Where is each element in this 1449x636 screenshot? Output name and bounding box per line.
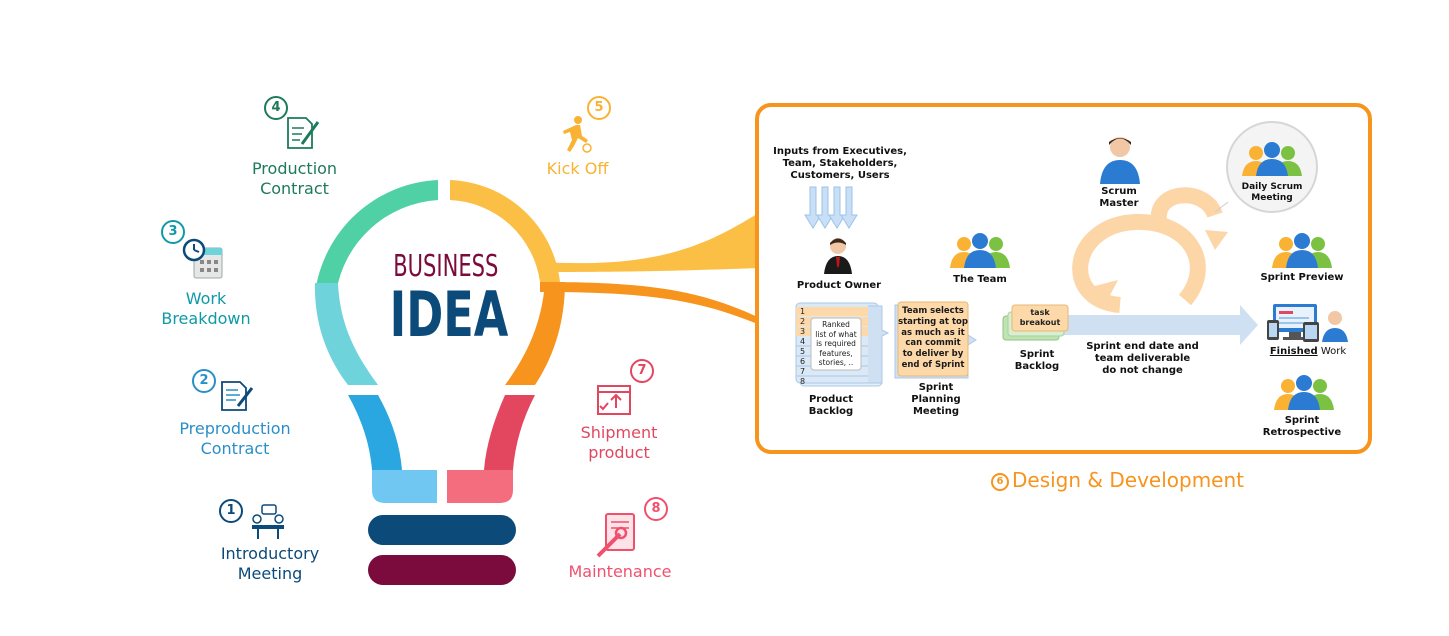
sprint-retrospective-icon	[1274, 375, 1334, 410]
base-bar-navy	[368, 515, 516, 545]
team-icon	[950, 233, 1010, 268]
maintenance-icon	[596, 513, 635, 558]
sprint-backlog-label: Sprint Backlog	[1014, 349, 1060, 372]
product-owner-icon	[824, 238, 852, 274]
document-pen-icon	[287, 117, 320, 149]
kick-off-icon	[563, 116, 592, 153]
product-backlog-label: Product Backlog	[808, 394, 854, 417]
step-6-number: 6	[991, 473, 1009, 491]
step-2-number: 2	[192, 369, 216, 393]
inputs-text: Inputs from Executives, Team, Stakeholde…	[773, 146, 907, 181]
backlog-note: Ranked list of what is required features…	[815, 320, 857, 367]
backlog-number: 4	[800, 337, 806, 346]
sprint-backlog-stack	[1002, 304, 1069, 341]
backlog-number: 1	[800, 307, 806, 316]
base-bar-maroon	[368, 555, 516, 585]
step-8-number: 8	[644, 497, 668, 521]
sprint-preview-label: Sprint Preview	[1260, 272, 1344, 283]
step-4-number: 4	[264, 96, 288, 120]
sprint-cycle	[1072, 187, 1223, 313]
arc-green	[315, 180, 438, 293]
finished-work-label: Finished Work	[1258, 346, 1358, 358]
base-pink	[447, 470, 513, 503]
base-lightblue	[372, 470, 437, 503]
sprint-preview-icon	[1272, 233, 1332, 268]
work-text: Work	[1317, 346, 1347, 357]
finished-text: Finished	[1269, 346, 1318, 357]
step-5-label: Kick Off	[546, 159, 609, 178]
step-7-number: 7	[630, 359, 654, 383]
bulb-title-top: BUSINESS	[393, 249, 499, 284]
step-7-label: Shipment product	[580, 423, 658, 462]
backlog-number: 3	[800, 327, 806, 336]
product-owner-label: Product Owner	[796, 280, 882, 291]
arc-red	[484, 395, 535, 470]
daily-scrum-label: Daily Scrum Meeting	[1241, 182, 1303, 203]
meeting-icon	[252, 504, 284, 539]
backlog-numbers: 1 2 3 4 5 6 7 8	[800, 307, 812, 387]
step-8-label: Maintenance	[568, 562, 672, 581]
step-4-label: Production Contract	[251, 159, 338, 198]
scrum-master-icon	[1100, 137, 1140, 184]
finished-work-icon	[1267, 304, 1348, 342]
arc-blue	[348, 395, 402, 470]
task-breakout-text: task breakout	[1019, 308, 1061, 327]
shipment-icon	[597, 385, 631, 415]
input-arrows	[804, 186, 858, 229]
sprint-planning-label: Sprint Planning Meeting	[911, 382, 961, 417]
sprint-flow-arrow	[1060, 305, 1258, 345]
connector-band-yellow	[540, 212, 760, 272]
step-3-number: 3	[161, 220, 185, 244]
cycle-arrowhead-2	[1205, 230, 1228, 250]
backlog-number: 7	[800, 367, 806, 376]
step-5-number: 5	[587, 96, 611, 120]
step-2-label: Preproduction Contract	[179, 419, 291, 458]
arc-teal	[314, 283, 378, 385]
daily-scrum-icon	[1242, 142, 1302, 176]
bulb-title-main: IDEA	[389, 278, 509, 351]
backlog-number: 6	[800, 357, 806, 366]
contract-icon	[221, 381, 254, 411]
step-3-label: Work Breakdown	[161, 289, 251, 328]
the-team-label: The Team	[953, 274, 1007, 285]
connector-band-orange	[540, 282, 760, 325]
backlog-number: 5	[800, 347, 806, 356]
arc-orange	[505, 282, 565, 385]
team-selects-text: Team selects starting at top as much as …	[898, 306, 968, 370]
arc-yellow	[450, 180, 560, 282]
scrum-master-label: Scrum Master	[1099, 186, 1139, 209]
team-selects-box	[894, 301, 977, 379]
bulb-arcs	[314, 180, 565, 585]
step-1-label: Introductory Meeting	[220, 544, 320, 583]
step-6-label: Design & Development	[1012, 468, 1245, 492]
cycle-arrowhead-1	[1087, 280, 1118, 305]
sprint-end-text: Sprint end date and team deliverable do …	[1086, 341, 1199, 376]
backlog-number: 2	[800, 317, 806, 326]
sprint-retrospective-label: Sprint Retrospective	[1262, 415, 1342, 438]
calendar-clock-icon	[182, 238, 223, 279]
backlog-number: 8	[800, 377, 806, 386]
product-backlog-list	[795, 302, 890, 387]
step-1-number: 1	[219, 499, 243, 523]
